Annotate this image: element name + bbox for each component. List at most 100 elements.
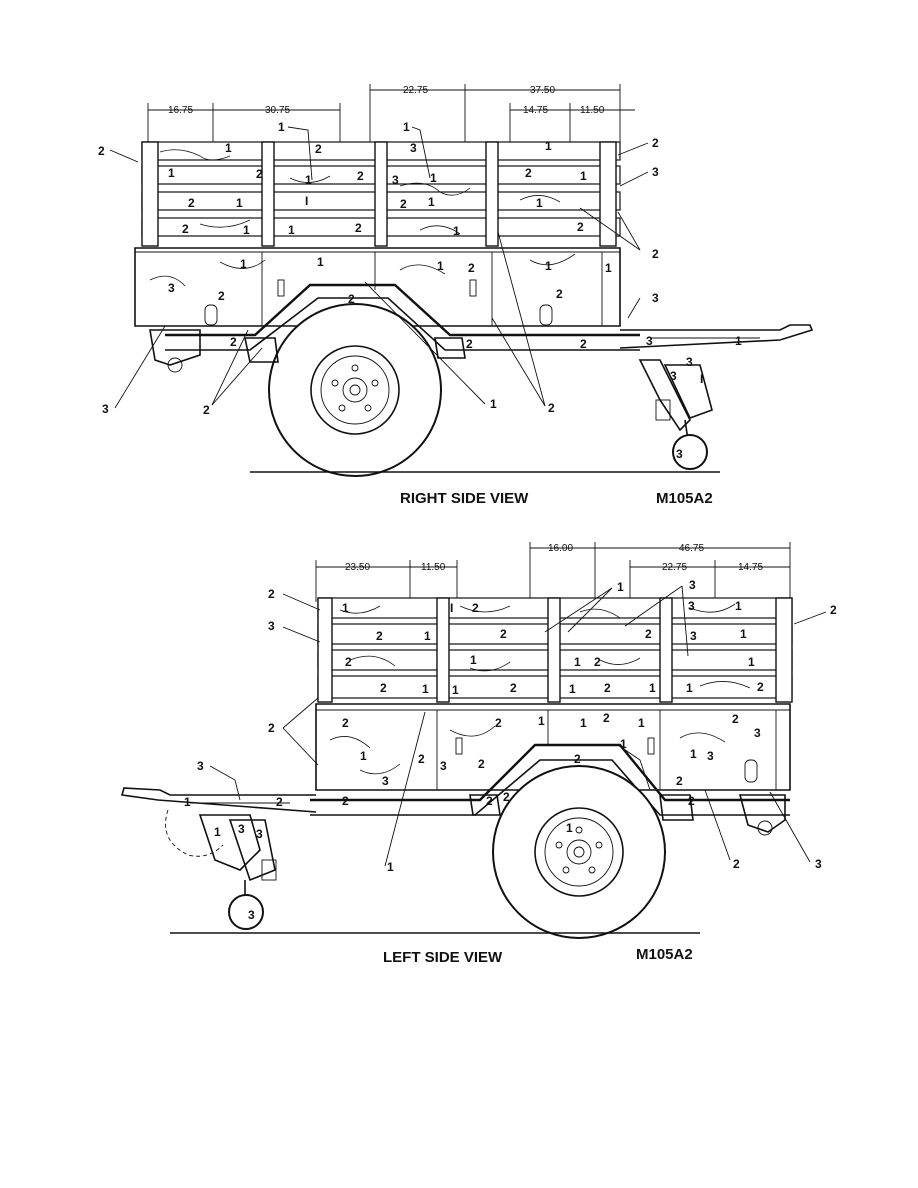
svg-text:2: 2 — [548, 401, 555, 415]
svg-text:1: 1 — [452, 683, 459, 697]
left-dim-2: 11.50 — [421, 562, 446, 573]
svg-text:1: 1 — [387, 860, 394, 874]
svg-text:3: 3 — [670, 369, 677, 383]
svg-text:2: 2 — [652, 136, 659, 150]
svg-text:2: 2 — [268, 587, 275, 601]
left-view-caption: LEFT SIDE VIEW — [383, 949, 503, 966]
svg-text:1: 1 — [490, 397, 497, 411]
svg-text:1: 1 — [430, 171, 437, 185]
svg-text:2: 2 — [603, 711, 610, 725]
svg-text:2: 2 — [276, 795, 283, 809]
svg-text:1: 1 — [453, 224, 460, 238]
svg-text:3: 3 — [410, 141, 417, 155]
left-view-model: M105A2 — [636, 946, 693, 963]
svg-text:3: 3 — [652, 291, 659, 305]
right-dim-2: 30.75 — [265, 105, 290, 116]
svg-text:3: 3 — [707, 749, 714, 763]
svg-text:1: 1 — [422, 682, 429, 696]
svg-text:3: 3 — [440, 759, 447, 773]
right-side-rack — [141, 141, 621, 247]
right-dim-5: 14.75 — [523, 105, 548, 116]
svg-text:1: 1 — [740, 627, 747, 641]
svg-text:2: 2 — [510, 681, 517, 695]
svg-text:1: 1 — [184, 795, 191, 809]
svg-text:3: 3 — [815, 857, 822, 871]
svg-text:1: 1 — [620, 737, 627, 751]
svg-text:2: 2 — [218, 289, 225, 303]
svg-text:3: 3 — [754, 726, 761, 740]
svg-text:3: 3 — [168, 281, 175, 295]
svg-text:2: 2 — [468, 261, 475, 275]
svg-text:3: 3 — [690, 629, 697, 643]
left-body-box — [310, 703, 791, 816]
svg-text:2: 2 — [495, 716, 502, 730]
svg-text:1: 1 — [638, 716, 645, 730]
right-main-wheel — [268, 303, 442, 477]
svg-text:2: 2 — [580, 337, 587, 351]
right-rear-hardware — [149, 329, 466, 373]
svg-text:1: 1 — [278, 120, 285, 134]
svg-text:3: 3 — [686, 355, 693, 369]
left-rear-hardware — [469, 794, 786, 836]
svg-text:1: 1 — [605, 261, 612, 275]
svg-text:3: 3 — [689, 578, 696, 592]
svg-text:2: 2 — [342, 716, 349, 730]
svg-text:3: 3 — [268, 619, 275, 633]
svg-text:2: 2 — [230, 335, 237, 349]
svg-text:3: 3 — [197, 759, 204, 773]
svg-text:2: 2 — [757, 680, 764, 694]
svg-text:2: 2 — [400, 197, 407, 211]
left-leader-lines — [209, 585, 827, 867]
left-dim-3: 16.00 — [548, 543, 573, 554]
svg-text:3: 3 — [688, 599, 695, 613]
svg-text:2: 2 — [256, 167, 263, 181]
svg-text:3: 3 — [102, 402, 109, 416]
svg-text:1: 1 — [686, 681, 693, 695]
svg-text:2: 2 — [478, 757, 485, 771]
svg-text:1: 1 — [545, 259, 552, 273]
svg-text:2: 2 — [418, 752, 425, 766]
left-side-view-drawing: 1I 23 12 12 23 12 11 21 21 12 12 11 22 2… — [120, 542, 837, 939]
svg-text:1: 1 — [360, 749, 367, 763]
svg-text:1: 1 — [288, 223, 295, 237]
svg-text:3: 3 — [238, 822, 245, 836]
svg-text:1: 1 — [317, 255, 324, 269]
svg-text:2: 2 — [268, 721, 275, 735]
svg-text:2: 2 — [315, 142, 322, 156]
svg-text:2: 2 — [182, 222, 189, 236]
svg-text:3: 3 — [382, 774, 389, 788]
svg-text:2: 2 — [733, 857, 740, 871]
svg-text:2: 2 — [98, 144, 105, 158]
left-side-rack — [317, 597, 793, 703]
svg-text:2: 2 — [594, 655, 601, 669]
svg-text:2: 2 — [604, 681, 611, 695]
right-dim-6: 11.50 — [580, 105, 605, 116]
svg-text:2: 2 — [574, 752, 581, 766]
svg-text:1: 1 — [168, 166, 175, 180]
svg-text:1: 1 — [342, 601, 349, 615]
svg-text:2: 2 — [503, 790, 510, 804]
right-landing-wheel — [672, 434, 708, 470]
left-landing-wheel — [228, 894, 264, 930]
svg-text:1: 1 — [735, 599, 742, 613]
left-dim-1: 23.50 — [345, 562, 370, 573]
svg-text:2: 2 — [688, 794, 695, 808]
svg-text:1: 1 — [470, 653, 477, 667]
right-drawbar — [619, 324, 814, 441]
svg-text:1: 1 — [424, 629, 431, 643]
svg-text:1: 1 — [240, 257, 247, 271]
svg-text:1: 1 — [617, 580, 624, 594]
svg-text:I: I — [700, 372, 703, 386]
svg-text:2: 2 — [357, 169, 364, 183]
svg-text:2: 2 — [342, 794, 349, 808]
svg-text:I: I — [305, 194, 308, 208]
right-side-view-drawing: 12 31 12 12 31 21 21 I2 11 21 12 12 11 1… — [98, 84, 814, 477]
svg-text:3: 3 — [392, 173, 399, 187]
svg-text:1: 1 — [735, 334, 742, 348]
svg-text:1: 1 — [236, 196, 243, 210]
svg-text:2: 2 — [345, 655, 352, 669]
svg-text:3: 3 — [676, 447, 683, 461]
